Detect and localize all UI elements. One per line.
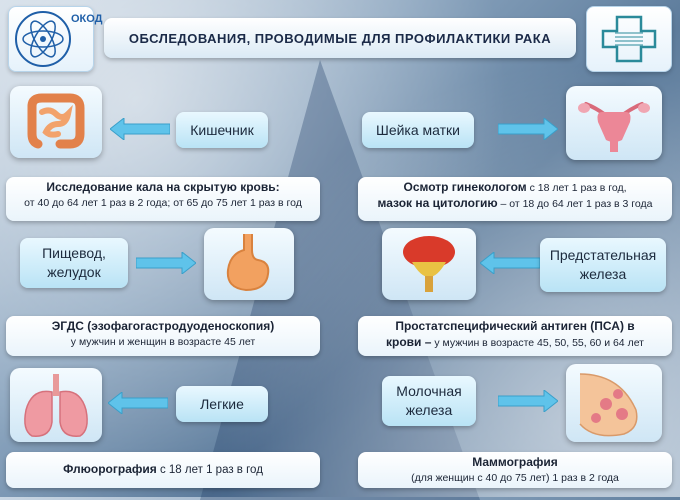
exam-intestine-colon: : <box>275 180 280 194</box>
exam-breast: Маммография (для женщин с 40 до 75 лет) … <box>358 452 672 488</box>
arrow-left-2 <box>480 252 540 274</box>
label-prostate: Предстательная железа <box>540 238 666 292</box>
exam-cervix-detail-1: с 18 лет 1 раз в год, <box>526 182 627 194</box>
exam-prostate-detail: у мужчин в возрасте 45, 50, 55, 60 и 64 … <box>431 337 644 349</box>
medical-cross-logo-icon <box>601 15 657 63</box>
exam-lungs-detail: с 18 лет 1 раз в год <box>156 464 263 476</box>
label-breast: Молочная железа <box>382 376 476 426</box>
exam-lungs: Флюорография с 18 лет 1 раз в год <box>6 452 320 488</box>
label-breast-line2: железа <box>405 402 453 418</box>
lungs-picture <box>10 368 102 442</box>
header: ОКОД ОБСЛЕДОВАНИЯ, ПРОВОДИМЫЕ ДЛЯ ПРОФИЛ… <box>8 6 672 72</box>
exam-cervix: Осмотр гинекологом с 18 лет 1 раз в год,… <box>358 177 672 221</box>
prostate-icon <box>403 236 455 292</box>
exam-breast-detail: (для женщин с 40 до 75 лет) 1 раз в 2 го… <box>411 472 619 484</box>
label-prostate-line2: железа <box>579 266 627 282</box>
label-prostate-line1: Предстательная <box>549 247 657 263</box>
exam-breast-title: Маммография <box>472 455 558 469</box>
lungs-icon <box>24 374 88 437</box>
label-intestine: Кишечник <box>176 112 268 148</box>
exam-cervix-detail-2: – от 18 до 64 лет 1 раз в 3 года <box>497 198 653 210</box>
stomach-picture <box>204 228 294 300</box>
uterus-picture <box>566 86 662 160</box>
intestine-picture <box>10 86 102 158</box>
exam-intestine-detail: от 40 до 64 лет 1 раз в 2 года; от 65 до… <box>24 197 302 209</box>
label-breast-line1: Молочная <box>396 383 462 399</box>
label-esophagus-line1: Пищевод, <box>42 245 106 261</box>
exam-intestine-title: Исследование кала на скрытую кровь <box>46 180 276 194</box>
prostate-picture <box>382 228 476 300</box>
arrow-left-1 <box>110 118 170 140</box>
exam-cervix-title-2: мазок на цитологию <box>377 196 498 210</box>
label-lungs: Легкие <box>176 386 268 422</box>
exam-prostate-title-2: крови – <box>386 335 432 349</box>
page-title: ОБСЛЕДОВАНИЯ, ПРОВОДИМЫЕ ДЛЯ ПРОФИЛАКТИК… <box>104 18 576 58</box>
label-cervix: Шейка матки <box>362 112 474 148</box>
arrow-right-3 <box>498 390 558 412</box>
exam-cervix-title-1: Осмотр гинекологом <box>403 180 527 194</box>
exam-esophagus-title: ЭГДС (эзофагогастродуоденоскопия) <box>51 319 275 333</box>
breast-picture <box>566 364 662 442</box>
arrow-left-3 <box>108 392 168 414</box>
arrow-right-1 <box>498 118 558 140</box>
exam-lungs-title: Флюорография <box>63 462 157 476</box>
atom-logo-icon <box>15 11 71 67</box>
logo-medical-center <box>586 6 672 72</box>
arrow-right-2 <box>136 252 196 274</box>
exam-esophagus-detail: у мужчин и женщин в возрасте 45 лет <box>70 336 256 348</box>
logo-text: ОКОД <box>71 13 103 25</box>
uterus-icon <box>578 102 650 152</box>
exam-intestine: Исследование кала на скрытую кровь: от 4… <box>6 177 320 221</box>
stomach-icon <box>226 234 270 292</box>
exam-esophagus: ЭГДС (эзофагогастродуоденоскопия) у мужч… <box>6 316 320 356</box>
label-esophagus-stomach: Пищевод, желудок <box>20 238 128 288</box>
label-esophagus-line2: желудок <box>47 264 101 280</box>
intestine-icon <box>27 93 85 149</box>
breast-icon <box>579 373 638 437</box>
exam-prostate-title-1: Простатспецифический антиген (ПСА) в <box>395 319 635 333</box>
logo-okod: ОКОД <box>8 6 103 72</box>
exam-prostate: Простатспецифический антиген (ПСА) в кро… <box>358 316 672 356</box>
